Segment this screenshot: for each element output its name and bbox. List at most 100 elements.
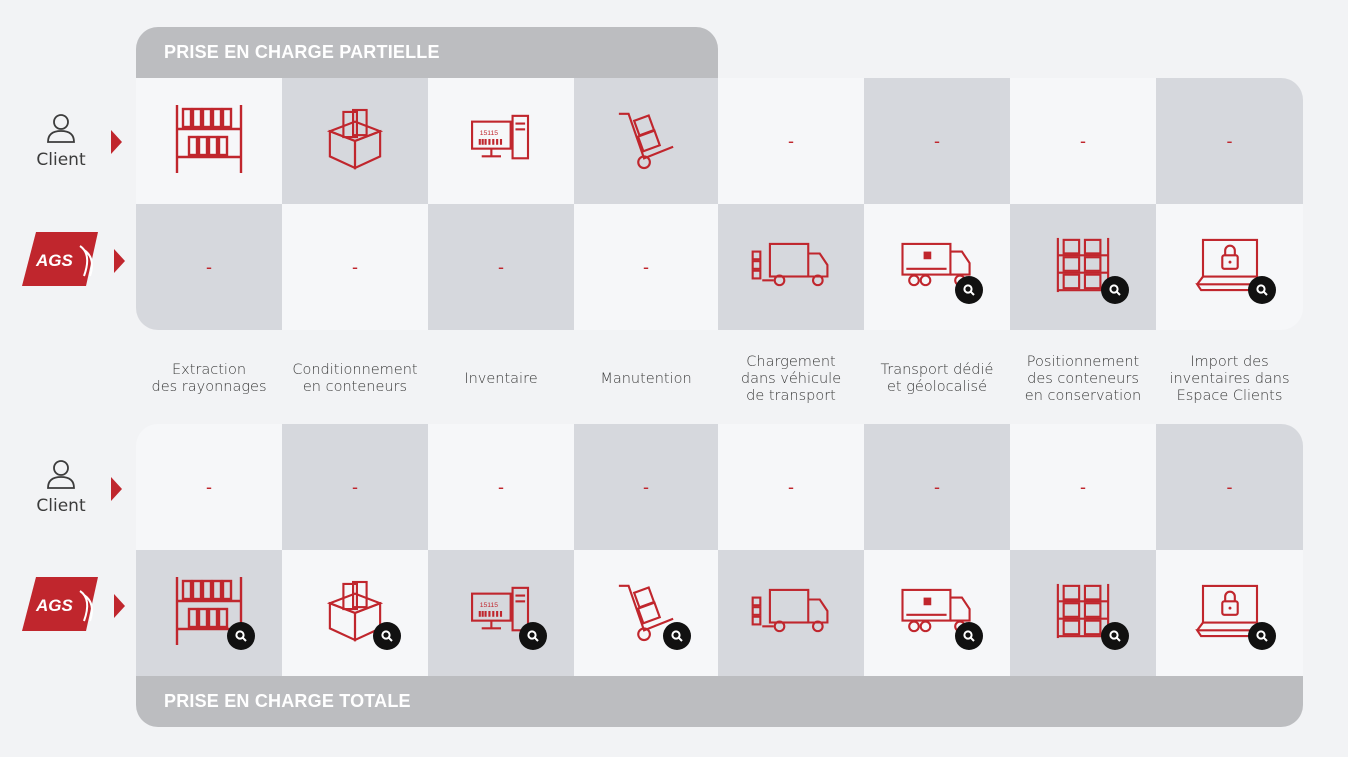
total-ags-cell-6 bbox=[864, 550, 1010, 676]
partial-client-cell-1 bbox=[136, 78, 282, 204]
empty-dash: - bbox=[1226, 130, 1233, 151]
total-client-cell-4: - bbox=[574, 424, 718, 550]
magnifier-icon[interactable] bbox=[373, 622, 401, 650]
box-icon bbox=[326, 107, 384, 176]
step-label-5: Chargement dans véhicule de transport bbox=[740, 353, 842, 404]
truck-loading-icon bbox=[750, 588, 832, 639]
step-labels: Extraction des rayonnages Conditionnement… bbox=[136, 346, 1303, 412]
actor-client-partial: Client bbox=[11, 112, 111, 170]
total-client-cell-2: - bbox=[282, 424, 428, 550]
storage-rack-icon bbox=[1054, 236, 1112, 299]
shelving-icon bbox=[173, 103, 245, 180]
empty-dash: - bbox=[788, 130, 794, 151]
banner-partial-label: PRISE EN CHARGE PARTIELLE bbox=[164, 42, 440, 62]
empty-dash: - bbox=[352, 476, 358, 497]
step-label-7: Positionnement des conteneurs en conserv… bbox=[1024, 353, 1142, 404]
step-label-1: Extraction des rayonnages bbox=[151, 362, 267, 395]
truck-loading-icon bbox=[750, 242, 832, 293]
storage-rack-icon bbox=[1054, 582, 1112, 645]
step-label-4: Manutention bbox=[600, 370, 692, 387]
partial-client-cell-7: - bbox=[1010, 78, 1156, 204]
partial-client-cell-6: - bbox=[864, 78, 1010, 204]
total-ags-cell-5 bbox=[718, 550, 864, 676]
partial-ags-cell-3: - bbox=[428, 204, 574, 330]
magnifier-icon[interactable] bbox=[519, 622, 547, 650]
empty-dash: - bbox=[498, 476, 504, 497]
empty-dash: - bbox=[352, 256, 358, 277]
total-client-cell-7: - bbox=[1010, 424, 1156, 550]
hand-truck-icon bbox=[615, 580, 677, 647]
empty-dash: - bbox=[1080, 476, 1086, 497]
svg-text:AGS: AGS bbox=[35, 596, 74, 615]
partial-ags-cell-1: - bbox=[136, 204, 282, 330]
grid-total: - - - - - - - - 15115 bbox=[136, 424, 1303, 676]
partial-ags-cell-5 bbox=[718, 204, 864, 330]
arrow-right-icon bbox=[114, 594, 125, 618]
magnifier-icon[interactable] bbox=[955, 622, 983, 650]
total-client-cell-6: - bbox=[864, 424, 1010, 550]
partial-ags-cell-4: - bbox=[574, 204, 718, 330]
hand-truck-icon bbox=[615, 108, 677, 175]
svg-text:15115: 15115 bbox=[480, 130, 499, 137]
total-ags-cell-7 bbox=[1010, 550, 1156, 676]
step-label-8: Import des inventaires dans Espace Clien… bbox=[1169, 353, 1290, 404]
step-label-6: Transport dédié et géolocalisé bbox=[880, 362, 994, 395]
computer-barcode-icon: 15115 bbox=[470, 584, 532, 643]
magnifier-icon[interactable] bbox=[1248, 622, 1276, 650]
total-client-cell-1: - bbox=[136, 424, 282, 550]
banner-total-label: PRISE EN CHARGE TOTALE bbox=[164, 691, 411, 711]
partial-ags-cell-7 bbox=[1010, 204, 1156, 330]
magnifier-icon[interactable] bbox=[1248, 276, 1276, 304]
magnifier-icon[interactable] bbox=[955, 276, 983, 304]
magnifier-icon[interactable] bbox=[1101, 276, 1129, 304]
partial-client-cell-8: - bbox=[1156, 78, 1303, 204]
magnifier-icon[interactable] bbox=[1101, 622, 1129, 650]
step-label-2: Conditionnement en conteneurs bbox=[292, 362, 418, 395]
magnifier-icon[interactable] bbox=[227, 622, 255, 650]
empty-dash: - bbox=[206, 476, 212, 497]
step-label-3: Inventaire bbox=[464, 370, 538, 387]
arrow-right-icon bbox=[114, 249, 125, 273]
empty-dash: - bbox=[1226, 476, 1233, 497]
box-icon bbox=[326, 579, 384, 648]
total-ags-cell-4 bbox=[574, 550, 718, 676]
ags-logo: AGS bbox=[22, 232, 100, 286]
banner-partial: PRISE EN CHARGE PARTIELLE bbox=[136, 27, 718, 78]
arrow-right-icon bbox=[111, 477, 122, 501]
total-ags-cell-3: 15115 bbox=[428, 550, 574, 676]
empty-dash: - bbox=[206, 256, 212, 277]
banner-total: PRISE EN CHARGE TOTALE bbox=[136, 676, 1303, 727]
person-icon bbox=[47, 460, 75, 489]
partial-ags-cell-6 bbox=[864, 204, 1010, 330]
empty-dash: - bbox=[934, 130, 940, 151]
arrow-right-icon bbox=[111, 130, 122, 154]
partial-client-cell-3: 15115 bbox=[428, 78, 574, 204]
total-ags-cell-8 bbox=[1156, 550, 1303, 676]
empty-dash: - bbox=[788, 476, 794, 497]
person-icon bbox=[47, 114, 75, 143]
ags-logo: AGS bbox=[22, 577, 100, 631]
actor-client-label: Client bbox=[36, 150, 86, 170]
grid-partial: 15115 - - - - - - - - bbox=[136, 78, 1303, 330]
total-ags-cell-1 bbox=[136, 550, 282, 676]
svg-text:AGS: AGS bbox=[35, 251, 74, 270]
total-client-cell-5: - bbox=[718, 424, 864, 550]
actor-client-total: Client bbox=[11, 458, 111, 516]
total-client-cell-3: - bbox=[428, 424, 574, 550]
empty-dash: - bbox=[643, 256, 649, 277]
empty-dash: - bbox=[934, 476, 940, 497]
empty-dash: - bbox=[643, 476, 649, 497]
partial-client-cell-5: - bbox=[718, 78, 864, 204]
magnifier-icon[interactable] bbox=[663, 622, 691, 650]
empty-dash: - bbox=[498, 256, 504, 277]
partial-client-cell-4 bbox=[574, 78, 718, 204]
empty-dash: - bbox=[1080, 130, 1086, 151]
total-ags-cell-2 bbox=[282, 550, 428, 676]
partial-ags-cell-8 bbox=[1156, 204, 1303, 330]
actor-client-label: Client bbox=[36, 496, 86, 516]
total-client-cell-8: - bbox=[1156, 424, 1303, 550]
partial-client-cell-2 bbox=[282, 78, 428, 204]
partial-ags-cell-2: - bbox=[282, 204, 428, 330]
truck-icon bbox=[900, 242, 974, 293]
svg-text:15115: 15115 bbox=[480, 602, 499, 609]
